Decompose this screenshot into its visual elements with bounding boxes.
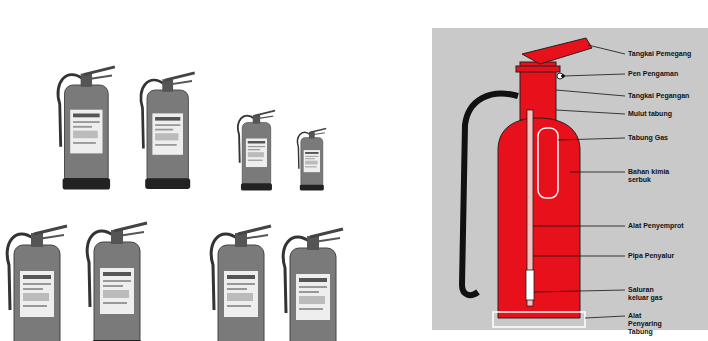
part-label: Tangkai Pemegang bbox=[628, 50, 700, 58]
part-label: Tabung Gas bbox=[628, 134, 700, 142]
part-label: Pen Pengaman bbox=[628, 70, 700, 78]
part-label: Saluran keluar gas bbox=[628, 286, 676, 302]
part-label: Tangkai Pegangan bbox=[628, 92, 700, 100]
part-label: Bahan kimia serbuk bbox=[628, 168, 676, 184]
part-label: Pipa Penyalur bbox=[628, 252, 700, 260]
part-label: Alat Penyemprot bbox=[628, 222, 700, 230]
part-label: Alat Penyaring Tabung bbox=[628, 312, 676, 336]
part-label: Mulut tabung bbox=[628, 110, 700, 118]
